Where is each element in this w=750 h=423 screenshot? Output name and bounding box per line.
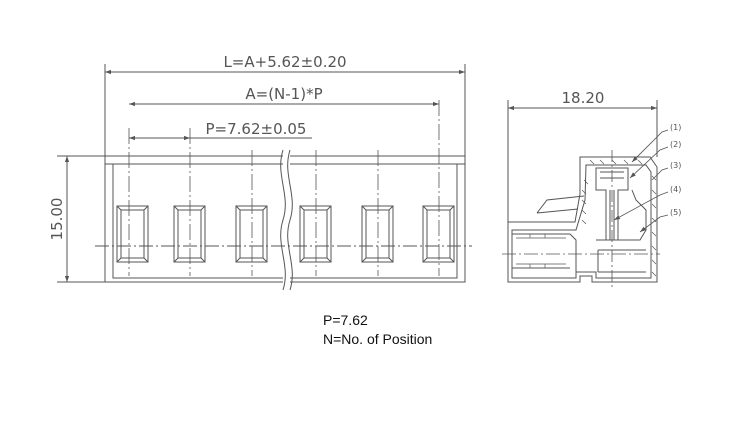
callout-leaders	[613, 129, 669, 233]
pin-hole	[173, 205, 206, 263]
pin-hole	[235, 205, 268, 263]
pin-holes	[116, 205, 455, 263]
side-view	[502, 150, 660, 288]
dimension-height	[57, 155, 105, 283]
note-pitch: P=7.62	[323, 312, 368, 328]
dimension-pitch-label: P=7.62±0.05	[206, 120, 307, 138]
pin-hole	[422, 205, 455, 263]
front-inner-frame-left	[112, 164, 283, 279]
callout-5: (5)	[670, 208, 681, 217]
dimension-depth-label: 18.20	[562, 89, 605, 107]
dimension-overall-length-label: L=A+5.62±0.20	[223, 53, 346, 71]
side-wire-entry	[512, 233, 577, 272]
pin-hole	[299, 205, 332, 263]
callout-3: (3)	[670, 161, 681, 170]
front-inner-frame-right	[290, 164, 458, 279]
callout-4: (4)	[670, 185, 681, 194]
side-contact-spring	[596, 189, 647, 241]
front-body-outline-left	[104, 155, 283, 283]
pin-centerlines	[128, 100, 440, 276]
note-positions: N=No. of Position	[323, 331, 433, 347]
break-line-right	[287, 149, 293, 291]
side-outer-contour	[507, 156, 658, 283]
callout-1: (1)	[670, 123, 681, 132]
dimension-overall-length	[104, 64, 466, 156]
front-view	[95, 149, 472, 291]
side-release-lever	[536, 195, 585, 214]
pin-hole	[361, 205, 394, 263]
notes-block: P=7.62 N=No. of Position	[323, 311, 432, 349]
dimension-height-label: 15.00	[48, 198, 66, 241]
front-body-outline-right	[290, 155, 466, 283]
side-wire-entry-detail	[516, 234, 566, 268]
dimension-depth	[507, 100, 658, 222]
dimension-span-label: A=(N-1)*P	[245, 85, 322, 103]
break-line-left	[280, 149, 286, 291]
callout-2: (2)	[670, 140, 681, 149]
side-wall-hatch	[581, 159, 657, 277]
pin-hole	[116, 205, 149, 263]
